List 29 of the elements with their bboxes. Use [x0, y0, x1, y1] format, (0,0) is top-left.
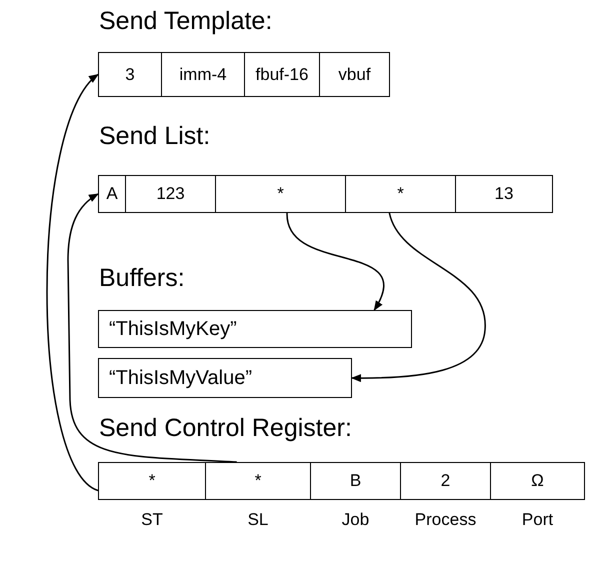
- field-label: Process: [414, 510, 478, 530]
- section-heading: Send List:: [99, 121, 210, 152]
- register-cell: *: [345, 175, 456, 213]
- register-cell: A: [98, 175, 126, 213]
- section-heading: Send Control Register:: [99, 413, 352, 444]
- register-cell: *: [215, 175, 346, 213]
- register-cell: 3: [98, 52, 162, 97]
- arrow: [67, 193, 237, 463]
- register-cell: 123: [125, 175, 216, 213]
- register-cell: 2: [400, 462, 491, 500]
- arrow: [46, 74, 99, 492]
- arrow: [286, 212, 384, 311]
- arrow: [351, 212, 486, 382]
- field-label: Port: [520, 510, 554, 530]
- register-cell: *: [205, 462, 311, 500]
- section-heading: Buffers:: [99, 263, 185, 294]
- register-cell: fbuf-16: [244, 52, 320, 97]
- register-cell: imm-4: [161, 52, 245, 97]
- buffer-box: “ThisIsMyKey”: [98, 310, 412, 348]
- field-label: SL: [246, 510, 270, 530]
- buffer-box: “ThisIsMyValue”: [98, 358, 352, 398]
- section-heading: Send Template:: [99, 6, 272, 37]
- register-cell: Ω: [490, 462, 585, 500]
- register-cell: *: [98, 462, 206, 500]
- field-label: Job: [340, 510, 370, 530]
- register-cell: 13: [455, 175, 553, 213]
- register-cell: B: [310, 462, 401, 500]
- register-cell: vbuf: [319, 52, 390, 97]
- field-label: ST: [140, 510, 164, 530]
